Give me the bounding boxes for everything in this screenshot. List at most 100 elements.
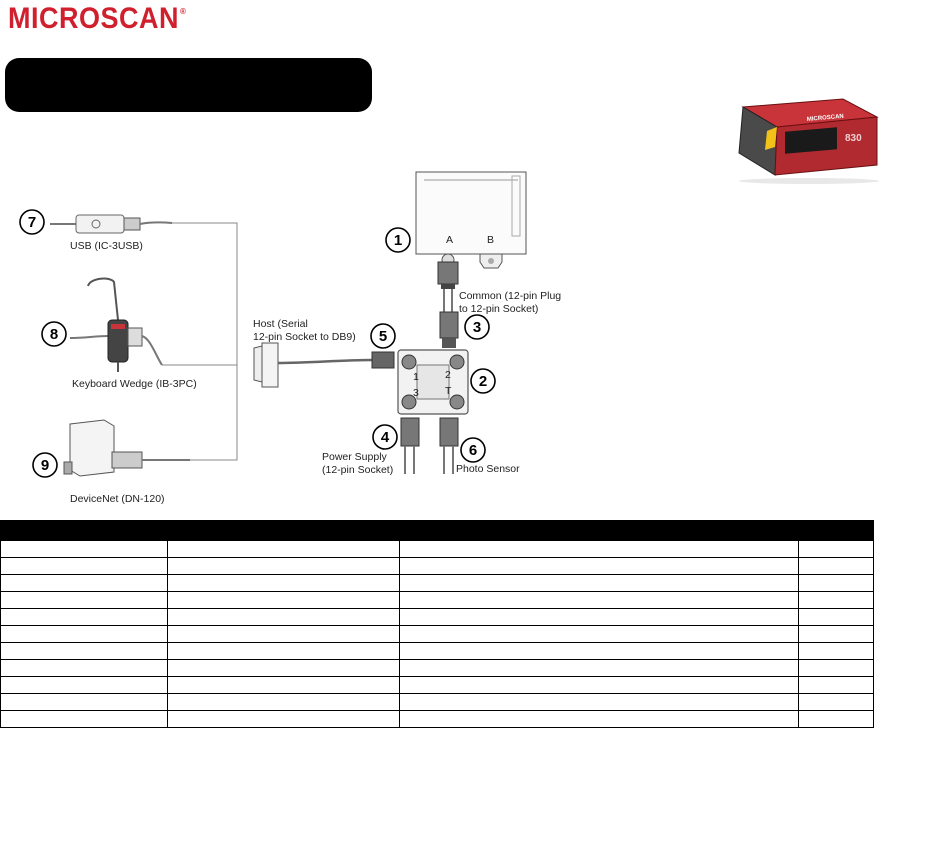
table-cell bbox=[798, 642, 874, 660]
registered-mark: ® bbox=[180, 6, 187, 17]
table-cell bbox=[798, 659, 874, 677]
table-cell bbox=[167, 591, 400, 609]
svg-text:1: 1 bbox=[394, 232, 402, 249]
port-a-label: A bbox=[446, 234, 453, 246]
svg-text:6: 6 bbox=[469, 442, 477, 459]
table-cell bbox=[167, 625, 400, 643]
table-row bbox=[0, 557, 874, 575]
host-label-2: 12-pin Socket to DB9) bbox=[253, 331, 356, 343]
usb-label: USB (IC-3USB) bbox=[70, 240, 143, 252]
svg-text:5: 5 bbox=[379, 328, 387, 345]
table-cell bbox=[798, 540, 874, 558]
table-cell bbox=[167, 710, 400, 728]
svg-text:8: 8 bbox=[50, 326, 58, 343]
host-cable bbox=[253, 342, 395, 388]
photo-sensor-cable bbox=[439, 417, 459, 474]
table-cell bbox=[0, 557, 168, 575]
hub-port-2: 2 bbox=[445, 369, 451, 381]
table-cell bbox=[798, 676, 874, 694]
table-cell bbox=[798, 591, 874, 609]
common-cable bbox=[437, 261, 459, 348]
hub-port-t: T bbox=[445, 385, 452, 397]
brand-name: MICROSCAN bbox=[8, 2, 179, 35]
quadrus-hub bbox=[397, 349, 469, 415]
callout-1: 1 bbox=[385, 227, 411, 253]
table-cell bbox=[399, 659, 799, 677]
table-cell bbox=[798, 693, 874, 711]
table-header-row bbox=[0, 520, 874, 541]
table-cell bbox=[399, 608, 799, 626]
common-label-1: Common (12-pin Plug bbox=[459, 290, 561, 302]
callout-3: 3 bbox=[464, 314, 490, 340]
table-row bbox=[0, 710, 874, 728]
photo-label: Photo Sensor bbox=[456, 463, 520, 475]
table-row bbox=[0, 659, 874, 677]
table-cell bbox=[167, 540, 400, 558]
power-label-2: (12-pin Socket) bbox=[322, 464, 393, 476]
table-cell bbox=[167, 608, 400, 626]
callout-4: 4 bbox=[372, 424, 398, 450]
svg-text:2: 2 bbox=[479, 373, 487, 390]
table-cell bbox=[0, 608, 168, 626]
table-cell bbox=[399, 625, 799, 643]
keyboard-label: Keyboard Wedge (IB-3PC) bbox=[72, 378, 197, 390]
callout-5: 5 bbox=[370, 323, 396, 349]
table-cell bbox=[0, 540, 168, 558]
table-row bbox=[0, 574, 874, 592]
power-supply-cable bbox=[400, 417, 420, 474]
table-cell bbox=[167, 642, 400, 660]
table-cell bbox=[0, 710, 168, 728]
table-cell bbox=[399, 540, 799, 558]
table-body bbox=[0, 540, 874, 728]
table-row bbox=[0, 608, 874, 626]
table-cell bbox=[167, 574, 400, 592]
svg-text:4: 4 bbox=[381, 429, 390, 446]
scanner-product-image: MICROSCAN 830 bbox=[738, 98, 879, 184]
callout-9: 9 bbox=[32, 452, 58, 478]
callout-6: 6 bbox=[460, 437, 486, 463]
hub-port-1: 1 bbox=[413, 371, 419, 383]
hub-port-3: 3 bbox=[413, 387, 419, 399]
table-header-cell bbox=[167, 520, 400, 541]
table-cell bbox=[0, 676, 168, 694]
table-cell bbox=[0, 625, 168, 643]
devicenet-label: DeviceNet (DN-120) bbox=[70, 493, 165, 505]
table-row bbox=[0, 693, 874, 711]
callout-2: 2 bbox=[470, 368, 496, 394]
table-row bbox=[0, 540, 874, 558]
callout-7: 7 bbox=[19, 209, 45, 235]
table-header-cell bbox=[0, 520, 168, 541]
table-cell bbox=[0, 659, 168, 677]
connection-diagram: A B Common (12-pin Plug to 12-pin Socket… bbox=[19, 171, 561, 505]
table-cell bbox=[0, 591, 168, 609]
scanner-box bbox=[415, 171, 527, 269]
table-cell bbox=[167, 693, 400, 711]
table-cell bbox=[399, 557, 799, 575]
callout-8: 8 bbox=[41, 321, 67, 347]
table-cell bbox=[798, 625, 874, 643]
table-cell bbox=[798, 608, 874, 626]
keyboard-wedge-adapter bbox=[69, 277, 163, 372]
table-cell bbox=[399, 574, 799, 592]
table-row bbox=[0, 642, 874, 660]
usb-adapter bbox=[50, 214, 173, 234]
power-label-1: Power Supply bbox=[322, 451, 388, 463]
table-row bbox=[0, 625, 874, 643]
table-cell bbox=[798, 710, 874, 728]
host-label-1: Host (Serial bbox=[253, 318, 308, 330]
brand-logo: MICROSCAN® bbox=[8, 2, 186, 35]
table-cell bbox=[399, 642, 799, 660]
svg-text:9: 9 bbox=[41, 457, 49, 474]
title-banner bbox=[5, 58, 372, 112]
table-header-cell bbox=[798, 520, 874, 541]
model-number: 830 bbox=[845, 133, 862, 144]
parts-table bbox=[0, 520, 874, 728]
port-b-label: B bbox=[487, 234, 494, 246]
table-cell bbox=[399, 676, 799, 694]
table-cell bbox=[0, 642, 168, 660]
table-cell bbox=[798, 557, 874, 575]
table-cell bbox=[167, 557, 400, 575]
svg-text:7: 7 bbox=[28, 214, 36, 231]
common-label-2: to 12-pin Socket) bbox=[459, 303, 538, 315]
svg-text:MICROSCAN: MICROSCAN bbox=[807, 114, 844, 123]
